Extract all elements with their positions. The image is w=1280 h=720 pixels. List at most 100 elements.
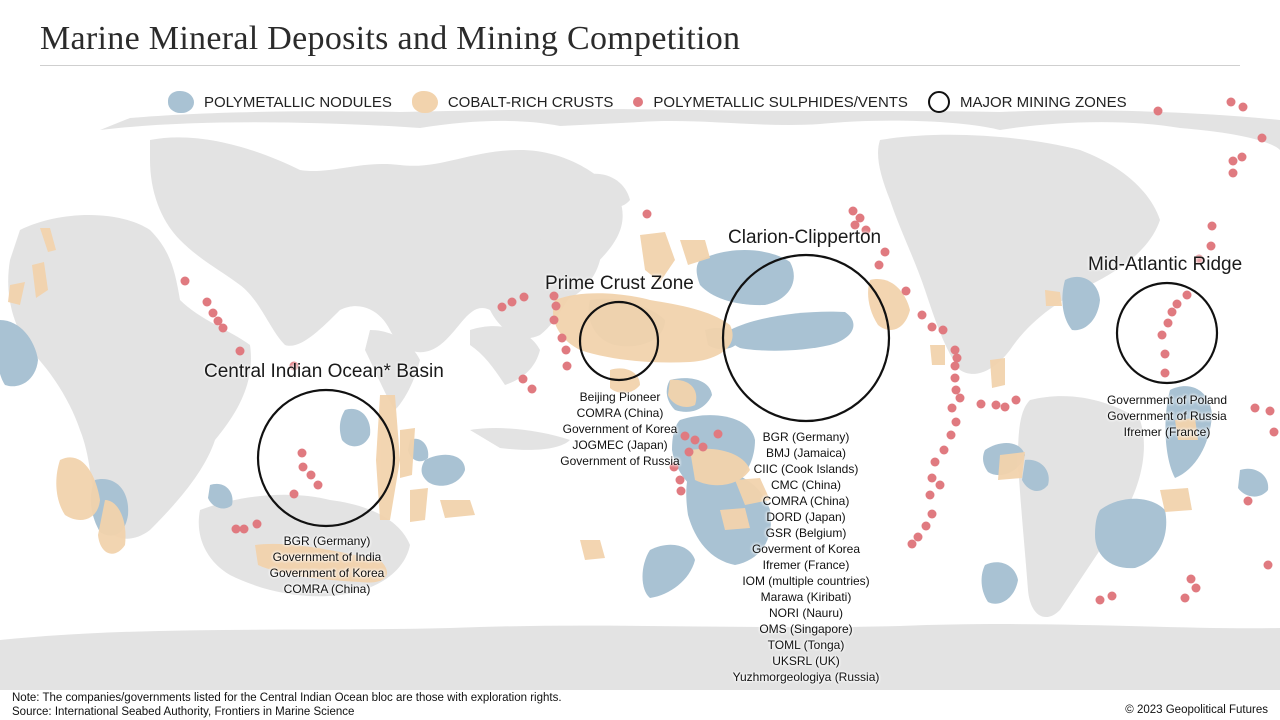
sulphide-vent-dot <box>935 480 945 490</box>
ring-prime-crust <box>578 300 660 382</box>
crust-field <box>640 232 675 282</box>
sulphide-vent-dot <box>557 333 567 343</box>
operator-item: UKSRL (UK) <box>772 654 840 668</box>
land-north <box>100 109 1280 150</box>
nodules-swatch-icon <box>168 91 194 113</box>
operator-item: Government of Russia <box>1107 409 1227 423</box>
sulphide-vent-dot <box>925 490 935 500</box>
crust-field <box>990 358 1005 388</box>
nodule-field <box>0 320 38 387</box>
operator-item: IOM (multiple countries) <box>742 574 870 588</box>
land-indonesia <box>470 428 570 450</box>
operator-item: TOML (Tonga) <box>767 638 845 652</box>
crust-field <box>440 500 475 518</box>
crust-field <box>580 540 605 560</box>
ring-mid-atlantic <box>1115 281 1219 385</box>
land-south-america <box>1018 396 1144 618</box>
legend-zones: MAJOR MINING ZONES <box>927 91 1127 113</box>
crust-field <box>1045 290 1062 306</box>
operator-item: Government of Russia <box>560 454 680 468</box>
operator-item: JOGMEC (Japan) <box>572 438 668 452</box>
sulphide-vent-dot <box>690 435 700 445</box>
ring-central-indian <box>256 388 396 528</box>
crust-field <box>1160 488 1192 512</box>
mining-zone-rings <box>256 253 1219 528</box>
sulphide-vent-dot <box>1226 97 1236 107</box>
sulphide-vent-dot <box>297 448 307 458</box>
operator-item: DORD (Japan) <box>766 510 846 524</box>
land-se-asia <box>470 326 540 385</box>
sulphide-vent-dot <box>218 323 228 333</box>
sulphide-vent-dot <box>1194 254 1204 264</box>
sulphide-vent-dot <box>955 393 965 403</box>
sulphide-vent-dot <box>1172 299 1182 309</box>
sulphide-vent-dot <box>927 473 937 483</box>
operator-item: Government of Poland <box>1106 393 1228 407</box>
land-eurasia <box>150 137 623 353</box>
nodule-field <box>1062 276 1100 331</box>
sulphide-vent-dot <box>669 462 679 472</box>
sulphide-vent-dot <box>1206 241 1216 251</box>
sulphide-vent-dot <box>202 297 212 307</box>
sulphide-vent-dot <box>1157 330 1167 340</box>
sulphide-vent-dot <box>549 315 559 325</box>
sulphide-vent-dot <box>527 384 537 394</box>
legend-crusts-label: COBALT-RICH CRUSTS <box>447 93 614 111</box>
operator-item: Government of Korea <box>269 566 385 580</box>
operator-item: Ifremer (France) <box>1123 425 1211 439</box>
sulphide-vent-dot <box>313 480 323 490</box>
sulphide-dot-icon <box>633 97 644 107</box>
sulphide-vent-dot <box>1191 583 1201 593</box>
sulphide-vent-dot <box>518 374 528 384</box>
sulphide-vent-dot <box>252 519 262 529</box>
sulphide-vent-dot <box>519 292 529 302</box>
crust-field <box>930 345 945 365</box>
operator-item: BGR (Germany) <box>283 534 371 548</box>
crust-field <box>680 240 710 265</box>
operator-item: Government of India <box>272 550 382 564</box>
operator-item: Government of Korea <box>562 422 678 436</box>
sulphide-vent-dot <box>306 470 316 480</box>
crust-field <box>1175 418 1198 440</box>
footnote: Note: The companies/governments listed f… <box>12 692 562 704</box>
sulphide-vent-dot <box>880 247 890 257</box>
operator-item: BGR (Germany) <box>762 430 850 444</box>
sulphide-vent-dot <box>1107 591 1117 601</box>
sulphide-vent-dot <box>913 532 923 542</box>
sulphide-vent-dot <box>946 430 956 440</box>
sulphide-vent-dot <box>1265 406 1275 416</box>
nodule-field <box>339 408 371 447</box>
zone-title-prime-crust: Prime Crust Zone <box>545 273 694 294</box>
crust-field <box>720 508 750 530</box>
operator-item: CMC (China) <box>770 478 841 492</box>
sulphide-vent-dot <box>1186 574 1196 584</box>
sulphide-vent-dot <box>1228 168 1238 178</box>
sulphide-vent-dot <box>861 225 871 235</box>
copyright: © 2023 Geopolitical Futures <box>1125 704 1268 716</box>
sulphide-vent-dot <box>684 447 694 457</box>
sulphide-vent-dot <box>930 457 940 467</box>
sulphide-vent-dot <box>976 399 986 409</box>
crust-field <box>8 282 25 305</box>
sulphide-vent-dot <box>1263 560 1273 570</box>
sulphide-vent-dot <box>950 361 960 371</box>
land-india <box>365 330 420 410</box>
crust-field <box>868 279 910 330</box>
sulphide-vent-dot <box>1095 595 1105 605</box>
zone-title-mid-atlantic: Mid-Atlantic Ridge <box>1088 254 1243 275</box>
land-layer <box>0 109 1280 690</box>
crust-field <box>98 500 126 554</box>
sulphide-vent-dot <box>991 400 1001 410</box>
sulphide-vent-dot <box>952 353 962 363</box>
sulphide-vent-dot <box>675 475 685 485</box>
sulphide-vent-dot <box>917 310 927 320</box>
sulphide-vent-dot <box>1207 221 1217 231</box>
crust-field <box>668 379 697 407</box>
sulphide-vent-dot <box>907 539 917 549</box>
operator-item: BMJ (Jamaica) <box>765 446 846 460</box>
crust-field <box>998 452 1025 480</box>
land-east-asia <box>540 236 600 300</box>
land-antarctica <box>0 624 1280 690</box>
operator-item: CIIC (Cook Islands) <box>753 462 859 476</box>
